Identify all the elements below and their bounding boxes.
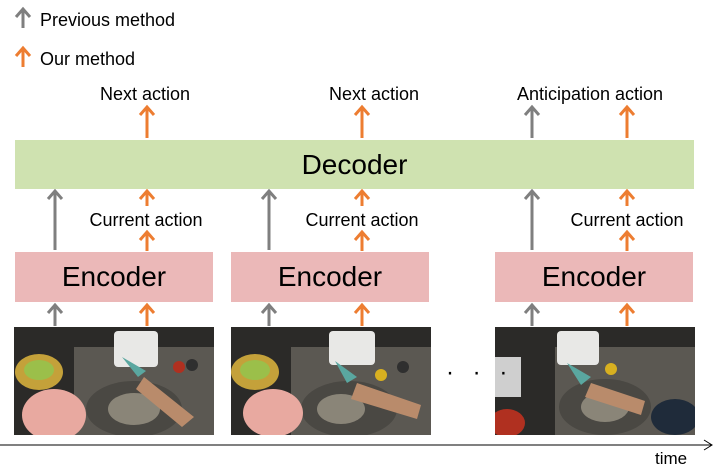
output-label-1: Next action <box>99 84 191 104</box>
video-frame-1 <box>14 327 214 435</box>
legend-ours-arrow-icon <box>14 45 32 67</box>
current-action-label-1: Current action <box>89 210 203 230</box>
kitchen-sink-frame-icon <box>14 327 214 435</box>
kitchen-sink-frame-icon <box>231 327 431 435</box>
current-action-label-3: Current action <box>570 210 684 230</box>
output-label-3: Anticipation action <box>516 84 664 104</box>
decoder-block: Decoder <box>15 140 694 189</box>
output-label-2: Next action <box>328 84 420 104</box>
video-frame-2 <box>231 327 431 435</box>
kitchen-sink-frame-icon <box>495 327 695 435</box>
frame-to-encoder-arrows <box>46 302 636 326</box>
encoder-block-2: Encoder <box>231 252 429 302</box>
decoder-output-arrows <box>138 104 636 138</box>
video-frame-3 <box>495 327 695 435</box>
ellipsis: · · · <box>446 359 514 386</box>
legend-previous-arrow-icon <box>14 6 32 28</box>
time-axis-label: time <box>655 449 688 468</box>
current-action-label-2: Current action <box>305 210 419 230</box>
encoder-block-3: Encoder <box>495 252 693 302</box>
time-axis-arrow <box>0 439 713 451</box>
legend-ours-label: Our method <box>40 49 136 69</box>
encoder-to-decoder-arrows <box>46 188 636 251</box>
legend-previous-label: Previous method <box>40 10 176 30</box>
encoder-block-1: Encoder <box>15 252 213 302</box>
